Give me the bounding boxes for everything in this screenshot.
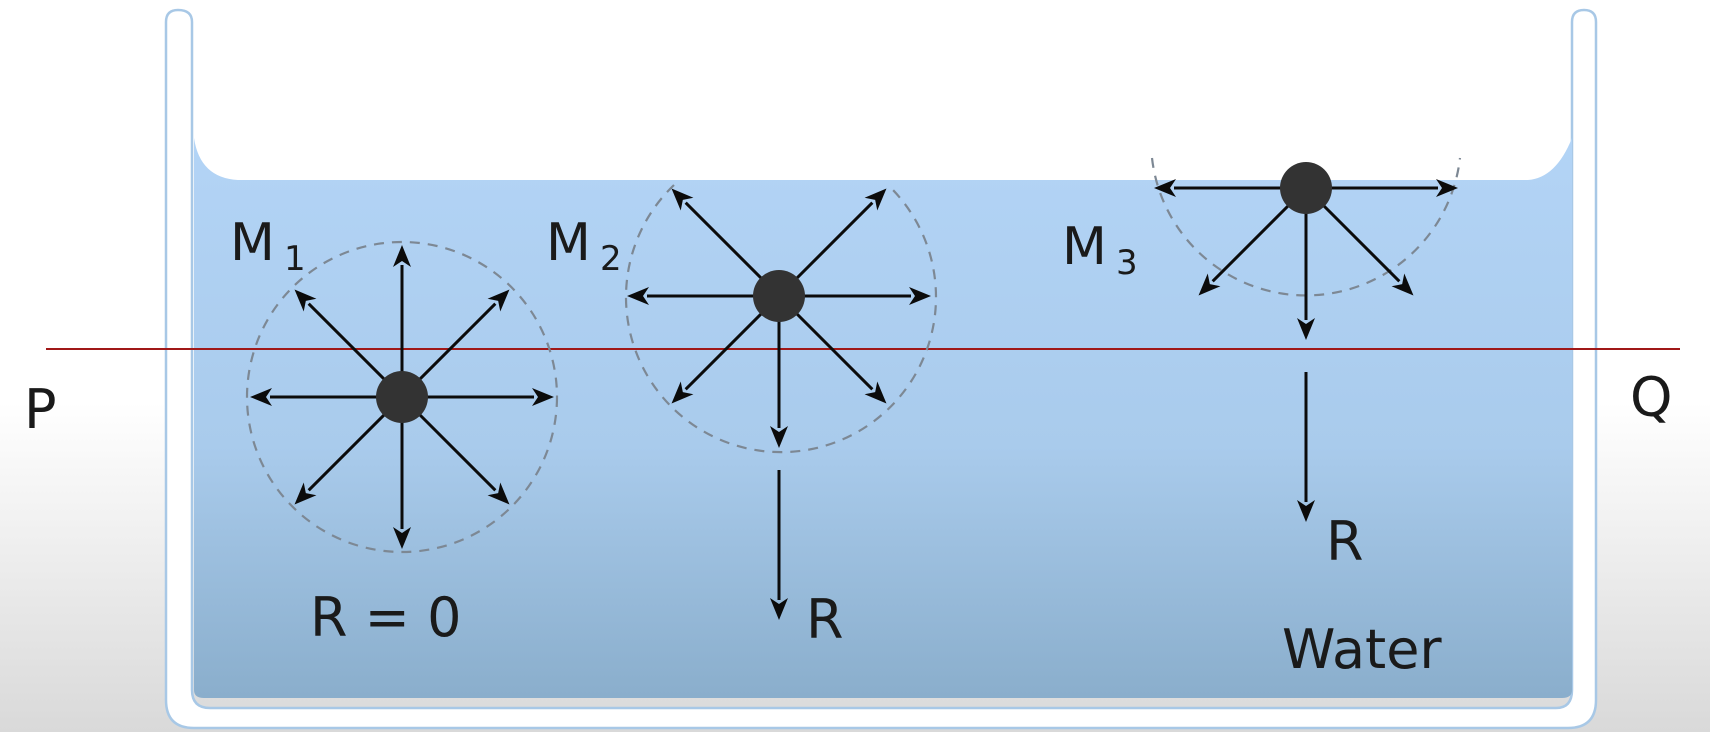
m2-sphere-of-influence bbox=[624, 184, 938, 454]
label-m3-subscript: 3 bbox=[1116, 243, 1138, 283]
label-r-zero: R = 0 bbox=[310, 586, 461, 649]
label-m1-subscript: 1 bbox=[284, 239, 306, 279]
m1-sphere-of-influence bbox=[245, 240, 559, 554]
label-q: Q bbox=[1630, 366, 1673, 429]
water-body bbox=[194, 138, 1572, 698]
m2-resultant-arrow bbox=[770, 470, 788, 620]
label-m3: M bbox=[1062, 217, 1107, 277]
molecule-m3 bbox=[1280, 162, 1332, 214]
label-p: P bbox=[24, 378, 57, 441]
label-water: Water bbox=[1282, 618, 1442, 681]
label-r-m2: R bbox=[806, 588, 844, 651]
label-r-m3: R bbox=[1326, 510, 1364, 573]
m3-resultant-arrow bbox=[1297, 372, 1315, 522]
label-m2-subscript: 2 bbox=[600, 239, 622, 279]
molecule-m2 bbox=[753, 270, 805, 322]
label-m2: M bbox=[546, 213, 591, 273]
molecule-m1 bbox=[376, 371, 428, 423]
container-outline bbox=[164, 8, 1598, 730]
label-m1: M bbox=[230, 213, 275, 273]
